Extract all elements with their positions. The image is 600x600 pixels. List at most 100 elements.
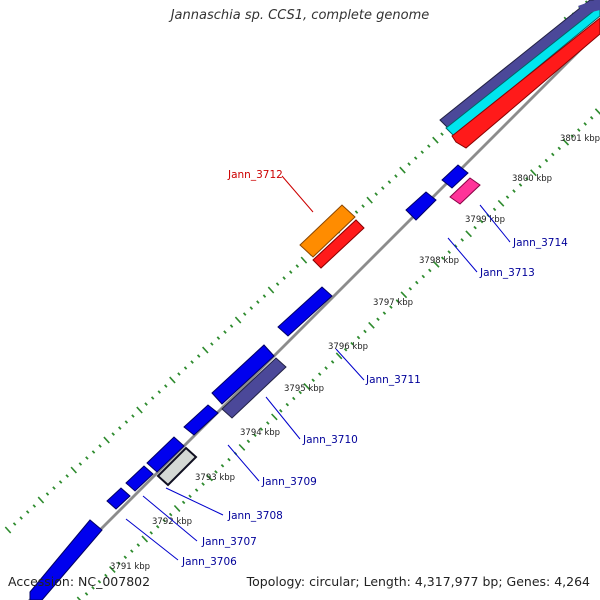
inner-tick <box>432 260 440 268</box>
outer-tick <box>32 504 37 508</box>
leader-jann-3712 <box>281 175 314 213</box>
gene-label-jann-3708[interactable]: Jann_3708 <box>227 510 283 522</box>
inner-tick <box>583 122 587 126</box>
gene-features <box>29 164 481 600</box>
outer-tick <box>381 186 385 190</box>
outer-tick <box>91 450 96 454</box>
outer-tick <box>234 316 242 324</box>
kbp-label-3795: 3795 kbp <box>284 384 324 394</box>
inner-tick <box>123 555 128 560</box>
gene-jann-3712-trna[interactable] <box>299 204 356 258</box>
inner-tick <box>447 250 451 254</box>
rrna-band-red[interactable] <box>451 17 600 149</box>
kbp-label-3792: 3792 kbp <box>152 517 192 527</box>
inner-tick <box>279 408 283 413</box>
outer-tick <box>144 402 148 406</box>
inner-tick <box>350 341 354 346</box>
genome-backbone <box>28 28 600 600</box>
outer-tick <box>399 166 406 174</box>
gene-jann-3708[interactable] <box>146 436 185 473</box>
gene-label-jann-3711[interactable]: Jann_3711 <box>365 374 421 386</box>
accession-text: Accession: NC_007802 <box>8 574 151 589</box>
inner-tick <box>181 500 186 505</box>
inner-tick <box>141 535 149 543</box>
gene-jann-3707[interactable] <box>125 465 154 492</box>
cds-band-dark[interactable] <box>439 0 600 129</box>
outer-tick <box>242 312 247 316</box>
gene-jann-3713[interactable] <box>405 191 437 221</box>
gene-jann-3713-upper[interactable] <box>441 164 469 189</box>
gene-jann-3710-blue[interactable] <box>211 344 275 405</box>
inner-tick <box>246 439 251 444</box>
gene-jann-3706[interactable] <box>106 487 131 510</box>
gene-jann-3708-grey[interactable] <box>156 446 198 487</box>
outer-tick <box>190 360 194 364</box>
genome-summary-text: Topology: circular; Length: 4,317,977 bp… <box>246 574 590 589</box>
outer-tick <box>216 336 221 340</box>
kbp-labels: 3791 kbp 3792 kbp 3793 kbp 3794 kbp 3795… <box>110 134 600 572</box>
gene-label-jann-3713[interactable]: Jann_3713 <box>479 267 535 279</box>
kbp-label-3794: 3794 kbp <box>240 428 280 438</box>
outer-tick <box>196 354 201 358</box>
inner-tick <box>201 482 205 486</box>
gene-leader-lines <box>125 175 511 561</box>
outer-tick <box>65 474 69 478</box>
gene-label-jann-3709[interactable]: Jann_3709 <box>261 476 317 488</box>
inner-tick <box>292 396 296 401</box>
inner-tick <box>389 305 393 309</box>
gene-jann-3709[interactable] <box>183 404 219 436</box>
outer-tick <box>289 270 293 274</box>
kbp-label-3796: 3796 kbp <box>328 342 368 352</box>
leader-jann-3710 <box>265 396 301 440</box>
gene-jann-3712-rrna[interactable] <box>312 219 365 269</box>
outer-tick <box>157 390 161 394</box>
inner-tick <box>238 443 246 451</box>
inner-tick <box>497 199 505 207</box>
inner-tick <box>324 366 328 370</box>
inner-tick <box>91 585 95 590</box>
outer-tick <box>282 276 286 280</box>
outer-tick <box>37 496 45 504</box>
outer-tick <box>124 420 129 424</box>
inner-tick <box>317 372 322 376</box>
outer-tick <box>150 396 155 400</box>
gene-jann-3714-misc[interactable] <box>449 177 481 205</box>
inner-tick <box>544 158 549 163</box>
outer-tick <box>427 144 431 148</box>
inner-tick <box>453 244 458 248</box>
inner-tick <box>149 531 153 535</box>
inner-tick <box>557 146 562 151</box>
leader-jann-3709 <box>227 444 260 482</box>
leader-jann-3707 <box>142 495 198 542</box>
gene-label-jann-3714[interactable]: Jann_3714 <box>512 237 568 249</box>
inner-tick <box>155 524 160 529</box>
gene-label-jann-3707[interactable]: Jann_3707 <box>201 536 257 548</box>
outer-tick <box>210 342 214 346</box>
outer-tick <box>366 196 373 204</box>
inner-tick <box>473 225 477 230</box>
inner-tick <box>512 189 516 193</box>
inner-tick <box>253 433 257 438</box>
cds-band-cyan[interactable] <box>445 5 600 137</box>
gene-label-jann-3710[interactable]: Jann_3710 <box>302 434 358 446</box>
outer-tick <box>25 510 30 514</box>
outer-tick <box>202 346 209 354</box>
inner-tick <box>479 219 484 224</box>
gene-jann-3711[interactable] <box>277 286 333 337</box>
outer-tick <box>103 436 110 444</box>
outer-tick <box>118 426 122 430</box>
inner-tick <box>104 573 108 578</box>
leader-jann-3706 <box>125 518 179 561</box>
inner-tick <box>395 299 400 303</box>
gene-label-jann-3706[interactable]: Jann_3706 <box>181 556 237 568</box>
kbp-label-3799: 3799 kbp <box>465 215 505 225</box>
gene-jann-3705[interactable] <box>29 519 103 600</box>
inner-tick <box>206 474 213 482</box>
cds-band-dark-small[interactable] <box>578 0 600 14</box>
gene-jann-3710-dark[interactable] <box>221 357 287 419</box>
inner-tick <box>363 329 367 334</box>
inner-tick <box>594 108 600 115</box>
outer-tick <box>440 132 444 136</box>
outer-tick <box>164 384 168 388</box>
gene-label-jann-3712[interactable]: Jann_3712 <box>227 169 283 181</box>
